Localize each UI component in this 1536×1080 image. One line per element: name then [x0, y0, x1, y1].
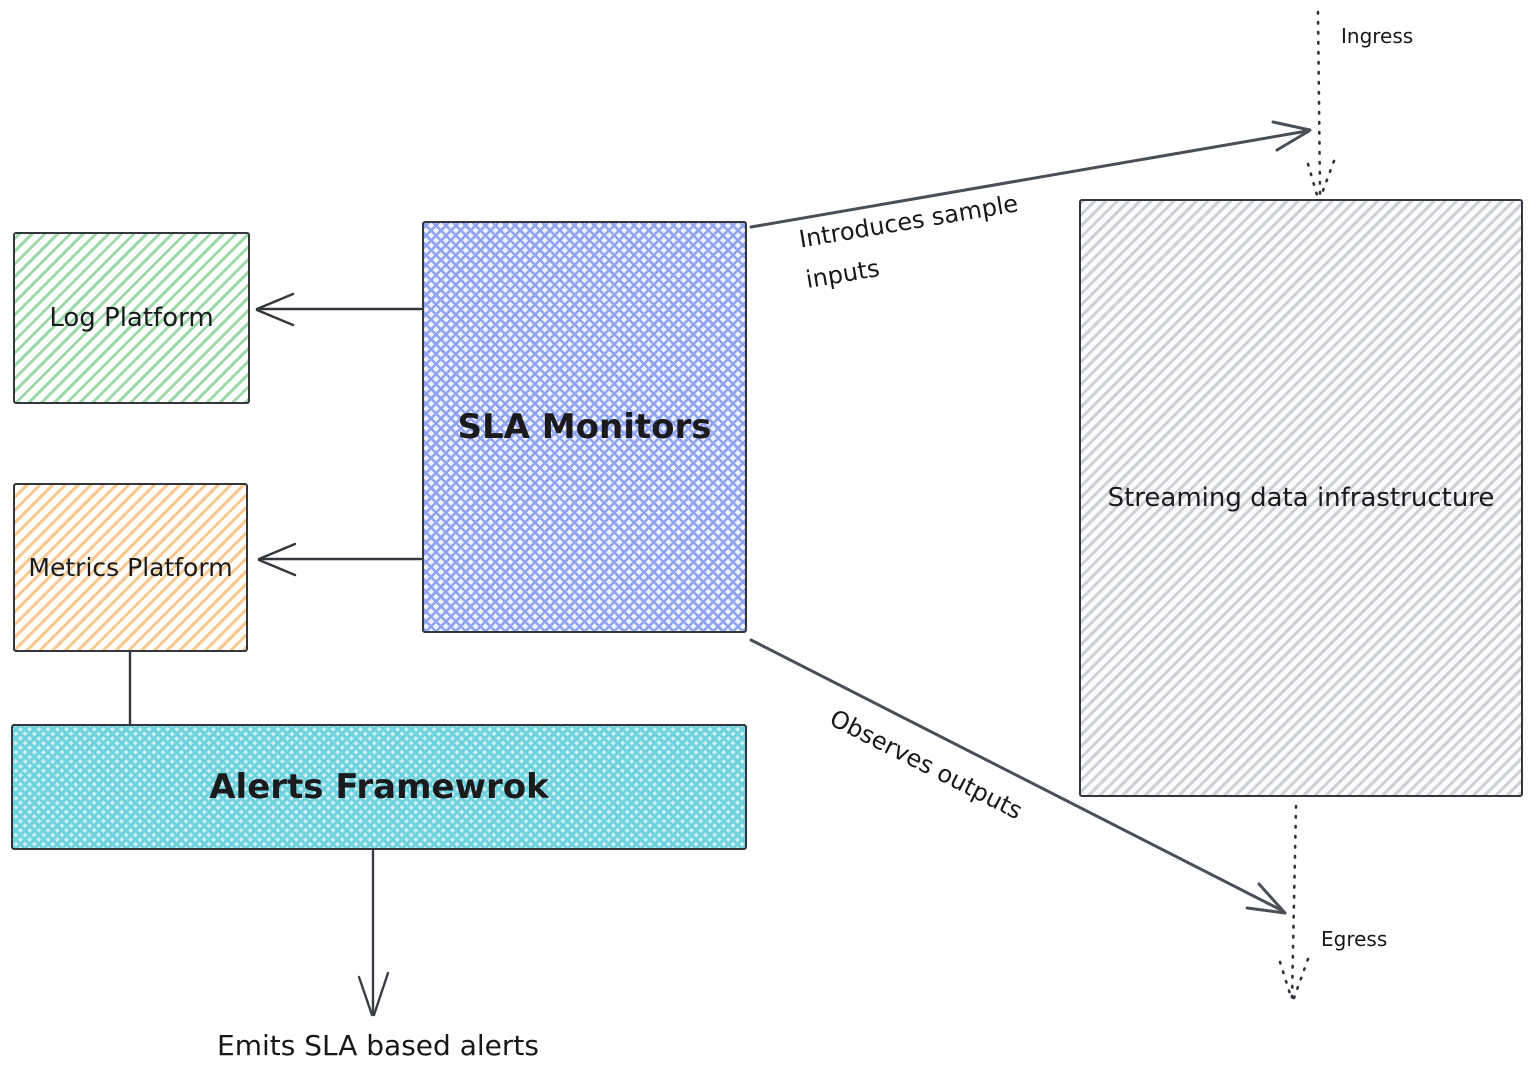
- node-metrics-platform-label: Metrics Platform: [28, 553, 233, 582]
- dotted-arrow-ingress: [1306, 10, 1336, 198]
- node-log-platform: Log Platform: [13, 232, 250, 404]
- edge-label-introduces-sample-inputs: Introduces sample inputs: [796, 189, 1021, 294]
- arrow-alerts-emits: [357, 849, 390, 1017]
- node-log-platform-label: Log Platform: [49, 303, 214, 333]
- edge-label-observes-outputs: Observes outputs: [825, 704, 1027, 826]
- node-streaming-infrastructure-label: Streaming data infrastructure: [1107, 483, 1495, 513]
- arrow-sla-to-metrics-platform: [257, 542, 423, 577]
- node-sla-monitors: SLA Monitors: [422, 221, 747, 633]
- dotted-arrow-egress: [1278, 804, 1310, 1000]
- node-metrics-platform: Metrics Platform: [13, 483, 248, 652]
- arrow-sla-to-log-platform: [255, 292, 423, 327]
- node-streaming-infrastructure: Streaming data infrastructure: [1079, 199, 1523, 797]
- edge-label-emits-sla-based-alerts: Emits SLA based alerts: [217, 1029, 539, 1062]
- node-alerts-framework: Alerts Framewrok: [11, 724, 747, 850]
- node-alerts-framework-label: Alerts Framewrok: [209, 767, 549, 807]
- edge-label-ingress: Ingress: [1341, 24, 1414, 48]
- node-sla-monitors-label: SLA Monitors: [457, 407, 712, 447]
- edge-label-egress: Egress: [1321, 927, 1388, 951]
